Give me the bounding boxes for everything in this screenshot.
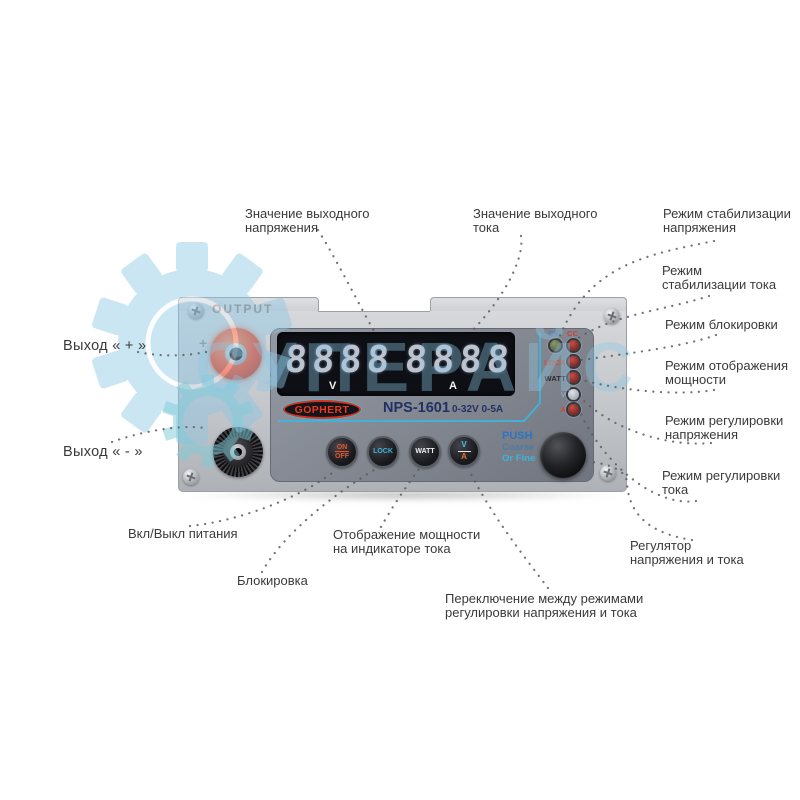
callout-line: Режим регулировки bbox=[665, 413, 784, 428]
callout-line: Переключение между режимами bbox=[445, 591, 644, 606]
callout-line: Режим регулировки bbox=[662, 468, 781, 483]
seven-segment-display: 8888 8888 V A bbox=[277, 332, 516, 396]
callout-line: Отображение мощности bbox=[333, 527, 481, 542]
callout-line: Регулятор bbox=[630, 538, 692, 553]
callout-watt-display: Отображение мощности на индикаторе тока bbox=[333, 528, 480, 556]
callout-line: напряжения и тока bbox=[630, 552, 744, 567]
callout-line: Значение выходного bbox=[245, 206, 370, 221]
plus-polarity-mark: + bbox=[199, 335, 208, 351]
amp-unit-label: A bbox=[449, 380, 457, 392]
watt-led bbox=[568, 372, 579, 383]
screw-bottom-left bbox=[183, 469, 199, 485]
callout-va-switch: Переключение между режимами регулировки … bbox=[445, 592, 643, 620]
callout-line: на индикаторе тока bbox=[333, 541, 451, 556]
watt-button-label: WATT bbox=[415, 448, 435, 456]
va-bottom-label: A bbox=[461, 451, 467, 461]
callout-line: Вкл/Выкл питания bbox=[128, 526, 238, 541]
output-rating: 0-32V 0-5A bbox=[452, 404, 504, 415]
callout-voltage-reg-mode: Режим регулировки напряжения bbox=[665, 414, 783, 442]
lock-led-label: LOCK bbox=[543, 358, 566, 367]
callout-line: Выход « + » bbox=[63, 338, 147, 354]
callout-current-reg-mode: Режим регулировки тока bbox=[662, 469, 780, 497]
coarse-label: Coarse bbox=[502, 442, 535, 453]
cv-led-label: CV bbox=[548, 329, 559, 338]
callout-power-switch: Вкл/Выкл питания bbox=[128, 527, 238, 541]
callout-line: стабилизации тока bbox=[662, 277, 777, 292]
va-switch-button: V A bbox=[448, 435, 480, 467]
callout-voltage-value: Значение выходного напряжения bbox=[245, 207, 370, 235]
watt-button: WATT bbox=[409, 436, 441, 468]
v-led-label: V bbox=[560, 390, 566, 399]
knob-instruction: PUSH Coarse Or Fine bbox=[502, 430, 536, 465]
terminal-hole bbox=[234, 448, 242, 456]
on-label: ON bbox=[336, 443, 348, 451]
cv-led bbox=[550, 340, 561, 351]
screw-top-right bbox=[604, 308, 620, 324]
watt-led-label: WATT bbox=[544, 374, 566, 383]
callout-line: Значение выходного bbox=[473, 206, 598, 221]
cc-led-label: CC bbox=[567, 329, 579, 338]
callout-lock-mode: Режим блокировки bbox=[665, 318, 778, 332]
volt-unit-label: V bbox=[329, 380, 337, 392]
callout-line: напряжения bbox=[665, 427, 738, 442]
panel-notch bbox=[318, 311, 430, 312]
callout-line: Блокировка bbox=[237, 573, 308, 588]
callout-line: регулировки напряжения и тока bbox=[445, 605, 637, 620]
lock-button: LOCK bbox=[367, 436, 399, 468]
lock-led bbox=[568, 356, 579, 367]
screw-bottom-right bbox=[600, 465, 616, 481]
callout-line: мощности bbox=[665, 372, 726, 387]
callout-line: напряжения bbox=[663, 220, 736, 235]
callout-watt-mode: Режим отображения мощности bbox=[665, 359, 788, 387]
callout-line: тока bbox=[662, 482, 689, 497]
a-led-label: A bbox=[560, 405, 566, 414]
off-label: OFF bbox=[335, 451, 349, 460]
va-divider bbox=[457, 450, 471, 452]
callout-cc-mode: Режим стабилизации тока bbox=[662, 264, 776, 292]
callout-line: напряжения bbox=[245, 220, 318, 235]
screw-top-left bbox=[188, 303, 204, 319]
push-label: PUSH bbox=[502, 430, 533, 442]
v-led bbox=[568, 389, 579, 400]
voltage-readout: 8888 bbox=[283, 338, 396, 381]
callout-line: Режим стабилизации bbox=[663, 206, 791, 221]
output-print-label: OUTPUT bbox=[212, 302, 274, 316]
lock-button-label: LOCK bbox=[373, 448, 393, 456]
negative-terminal bbox=[213, 427, 263, 477]
adjustment-knob bbox=[540, 432, 586, 478]
terminal-hole bbox=[229, 347, 243, 361]
callout-regulator-knob: Регулятор напряжения и тока bbox=[630, 539, 744, 567]
callout-line: Выход « - » bbox=[63, 444, 143, 460]
brand-logo: GOPHERT bbox=[283, 400, 361, 419]
callout-output-minus: Выход « - » bbox=[63, 444, 143, 460]
callout-current-value: Значение выходного тока bbox=[473, 207, 598, 235]
callout-output-plus: Выход « + » bbox=[63, 338, 147, 354]
positive-terminal bbox=[210, 328, 262, 380]
callout-lock-button: Блокировка bbox=[237, 574, 308, 588]
a-led bbox=[568, 404, 579, 415]
current-readout: 8888 bbox=[403, 338, 516, 381]
fine-label: Or Fine bbox=[502, 453, 536, 464]
callout-line: Режим отображения bbox=[665, 358, 788, 373]
on-off-button: ON OFF bbox=[326, 436, 358, 468]
callout-line: Режим блокировки bbox=[665, 317, 778, 332]
cc-led bbox=[568, 340, 579, 351]
callout-cv-mode: Режим стабилизации напряжения bbox=[663, 207, 791, 235]
brand-logo-text: GOPHERT bbox=[294, 403, 350, 416]
model-number: NPS-1601 bbox=[383, 400, 450, 416]
callout-line: Режим bbox=[662, 263, 703, 278]
callout-line: тока bbox=[473, 220, 500, 235]
va-top-label: V bbox=[461, 440, 467, 450]
